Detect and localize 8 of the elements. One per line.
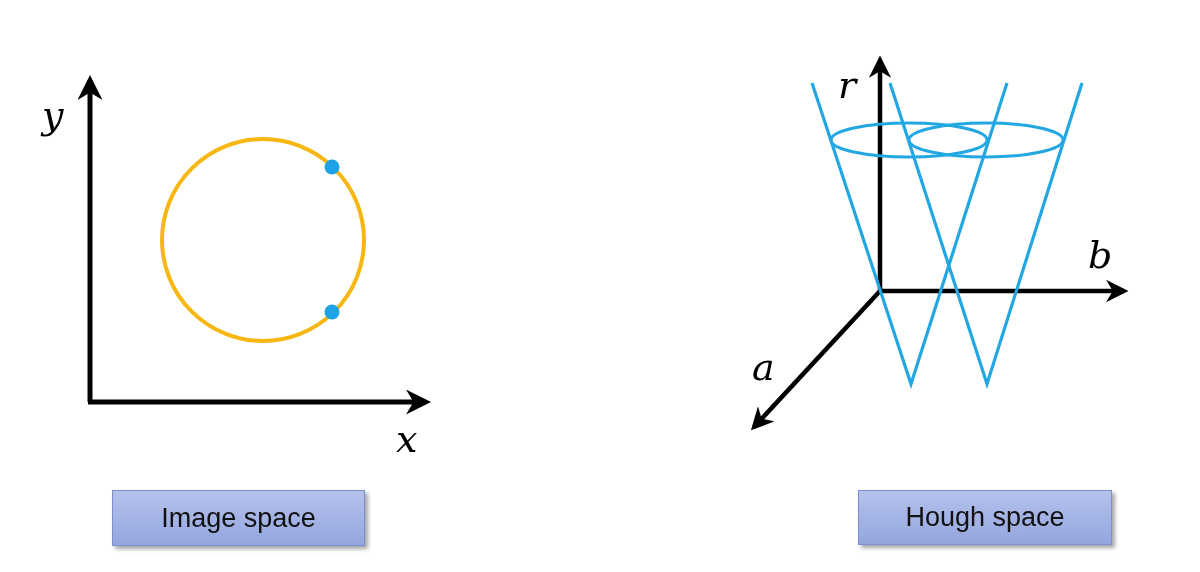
axis-label: a bbox=[752, 348, 775, 386]
axis-label: r bbox=[838, 66, 857, 104]
axis-label: b bbox=[1088, 236, 1113, 274]
caption-box bbox=[858, 490, 1112, 545]
caption-text: Hough space bbox=[905, 502, 1065, 533]
caption-text: Image space bbox=[161, 502, 316, 534]
caption-box bbox=[112, 490, 365, 546]
axis-label: x bbox=[396, 420, 418, 458]
